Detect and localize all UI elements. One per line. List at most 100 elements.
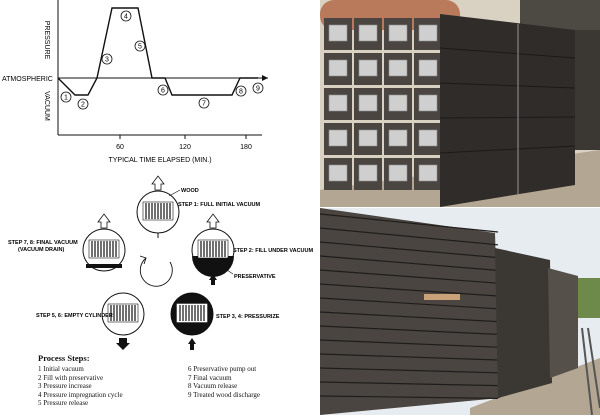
wood-spacer bbox=[424, 294, 460, 300]
photo-tie-yard-stacks bbox=[320, 208, 600, 415]
step-7-8-label: STEP 7, 8: FINAL VACUUM bbox=[8, 240, 78, 246]
anti-split-plate bbox=[328, 24, 348, 42]
tie-seam bbox=[320, 297, 499, 310]
anti-split-plate bbox=[418, 164, 438, 182]
anti-split-plate bbox=[388, 164, 408, 182]
up-arrow-icon bbox=[97, 213, 111, 229]
tie-seam bbox=[320, 255, 499, 271]
cylinder-step-7-8 bbox=[82, 213, 126, 272]
tie-seam bbox=[320, 353, 499, 361]
svg-text:1: 1 bbox=[64, 95, 68, 102]
svg-text:4: 4 bbox=[124, 14, 128, 21]
up-arrow-icon bbox=[209, 274, 217, 285]
svg-text:6: 6 bbox=[161, 88, 165, 95]
tie-seam bbox=[320, 269, 499, 284]
process-step-item: 7 Final vacuum bbox=[188, 373, 232, 382]
cylinder-step-5-6 bbox=[101, 292, 145, 350]
svg-text:7: 7 bbox=[202, 101, 206, 108]
process-steps-title: Process Steps: bbox=[38, 353, 90, 363]
wood-label: WOOD bbox=[181, 188, 199, 194]
process-step-item: 9 Treated wood discharge bbox=[188, 390, 260, 399]
cylinder-step-1 bbox=[136, 175, 180, 238]
pressure-axis-label: PRESSURE bbox=[43, 21, 50, 60]
process-step-item: 8 Vacuum release bbox=[188, 382, 238, 391]
process-steps-list-right: 6 Preservative pump out 7 Final vacuum 8… bbox=[188, 365, 260, 399]
tie-stack-side bbox=[440, 14, 575, 207]
anti-split-plate bbox=[388, 129, 408, 147]
anti-split-plate bbox=[358, 24, 378, 42]
process-diagram-panel: PRESSURE VACUUM ATMOSPHERIC 60 120 180 T… bbox=[2, 0, 314, 408]
anti-split-plate bbox=[358, 94, 378, 112]
tie-stack-middle bbox=[495, 248, 552, 398]
anti-split-plate bbox=[418, 94, 438, 112]
point-marker-9: 9 bbox=[252, 82, 264, 94]
atmospheric-label: ATMOSPHERIC bbox=[2, 76, 53, 83]
anti-split-plate bbox=[418, 24, 438, 42]
process-step-item: 1 Initial vacuum bbox=[38, 365, 84, 373]
anti-split-plate bbox=[328, 59, 348, 77]
cycle-rotation-arrow bbox=[139, 257, 173, 287]
x-tick-label: 60 bbox=[116, 144, 124, 151]
process-step-item: 6 Preservative pump out bbox=[188, 365, 257, 373]
tie-seam bbox=[320, 367, 499, 374]
tie-seam bbox=[320, 241, 499, 259]
step-7-8-sublabel: (VACUUM DRAIN) bbox=[18, 247, 65, 253]
up-arrow-icon bbox=[206, 213, 220, 229]
cylinder-step-3-4 bbox=[170, 292, 214, 350]
process-step-item: 5 Pressure release bbox=[38, 399, 89, 408]
point-marker-2: 2 bbox=[77, 98, 89, 110]
svg-text:3: 3 bbox=[105, 57, 109, 64]
x-tick-label: 180 bbox=[240, 144, 252, 151]
point-marker-1: 1 bbox=[60, 91, 72, 103]
tie-seam bbox=[320, 283, 499, 297]
point-marker-6: 6 bbox=[157, 84, 169, 96]
vacuum-axis-label: VACUUM bbox=[43, 91, 50, 121]
svg-text:2: 2 bbox=[81, 102, 85, 109]
point-marker-3: 3 bbox=[101, 53, 113, 65]
svg-text:8: 8 bbox=[239, 89, 243, 96]
tie-seam bbox=[320, 339, 499, 348]
tie-seam bbox=[320, 381, 499, 387]
step-2-label: STEP 2: FILL UNDER VACUUM bbox=[233, 248, 313, 254]
step-1-label: STEP 1: FULL INITIAL VACUUM bbox=[178, 202, 261, 208]
anti-split-plate bbox=[358, 164, 378, 182]
svg-text:5: 5 bbox=[138, 44, 142, 51]
down-arrow-icon bbox=[116, 338, 130, 350]
anti-split-plate bbox=[358, 59, 378, 77]
anti-split-plate bbox=[388, 59, 408, 77]
step-3-4-label: STEP 3, 4: PRESSURIZE bbox=[216, 314, 280, 320]
tie-seam bbox=[320, 227, 499, 246]
anti-split-plate bbox=[328, 164, 348, 182]
x-tick-label: 120 bbox=[179, 144, 191, 151]
preservative-label: PRESERVATIVE bbox=[234, 274, 276, 280]
tie-seam bbox=[320, 325, 499, 335]
point-marker-4: 4 bbox=[120, 10, 132, 22]
photo-stacked-ties-end-plates bbox=[320, 0, 600, 207]
tie-stack-far bbox=[548, 268, 578, 378]
tie-seam bbox=[320, 213, 499, 233]
anti-split-plate bbox=[328, 94, 348, 112]
point-marker-8: 8 bbox=[235, 85, 247, 97]
process-step-item: 4 Pressure impregnation cycle bbox=[38, 390, 123, 399]
anti-split-plate bbox=[388, 94, 408, 112]
process-steps-list-left: 1 Initial vacuum 2 Fill with preservativ… bbox=[38, 365, 123, 408]
pressure-cycle-curve bbox=[57, 7, 258, 96]
up-arrow-icon bbox=[188, 338, 196, 350]
process-diagram-svg: PRESSURE VACUUM ATMOSPHERIC 60 120 180 T… bbox=[2, 0, 313, 350]
anti-split-plate bbox=[388, 24, 408, 42]
process-step-item: 3 Pressure increase bbox=[38, 382, 92, 391]
cylinder-step-2 bbox=[191, 213, 235, 285]
process-step-item: 2 Fill with preservative bbox=[38, 373, 104, 382]
anti-split-plate bbox=[328, 129, 348, 147]
up-arrow-icon bbox=[151, 175, 165, 191]
point-marker-5: 5 bbox=[134, 40, 146, 52]
step-5-6-label: STEP 5, 6: EMPTY CYLINDER bbox=[36, 313, 113, 319]
svg-text:9: 9 bbox=[256, 86, 260, 93]
anti-split-plate bbox=[418, 59, 438, 77]
tie-seam bbox=[320, 311, 499, 323]
x-axis-label: TYPICAL TIME ELAPSED (MIN.) bbox=[108, 157, 211, 164]
anti-split-plate bbox=[358, 129, 378, 147]
point-marker-7: 7 bbox=[198, 97, 210, 109]
tie-stack-faces bbox=[324, 18, 442, 190]
anti-split-plate bbox=[418, 129, 438, 147]
